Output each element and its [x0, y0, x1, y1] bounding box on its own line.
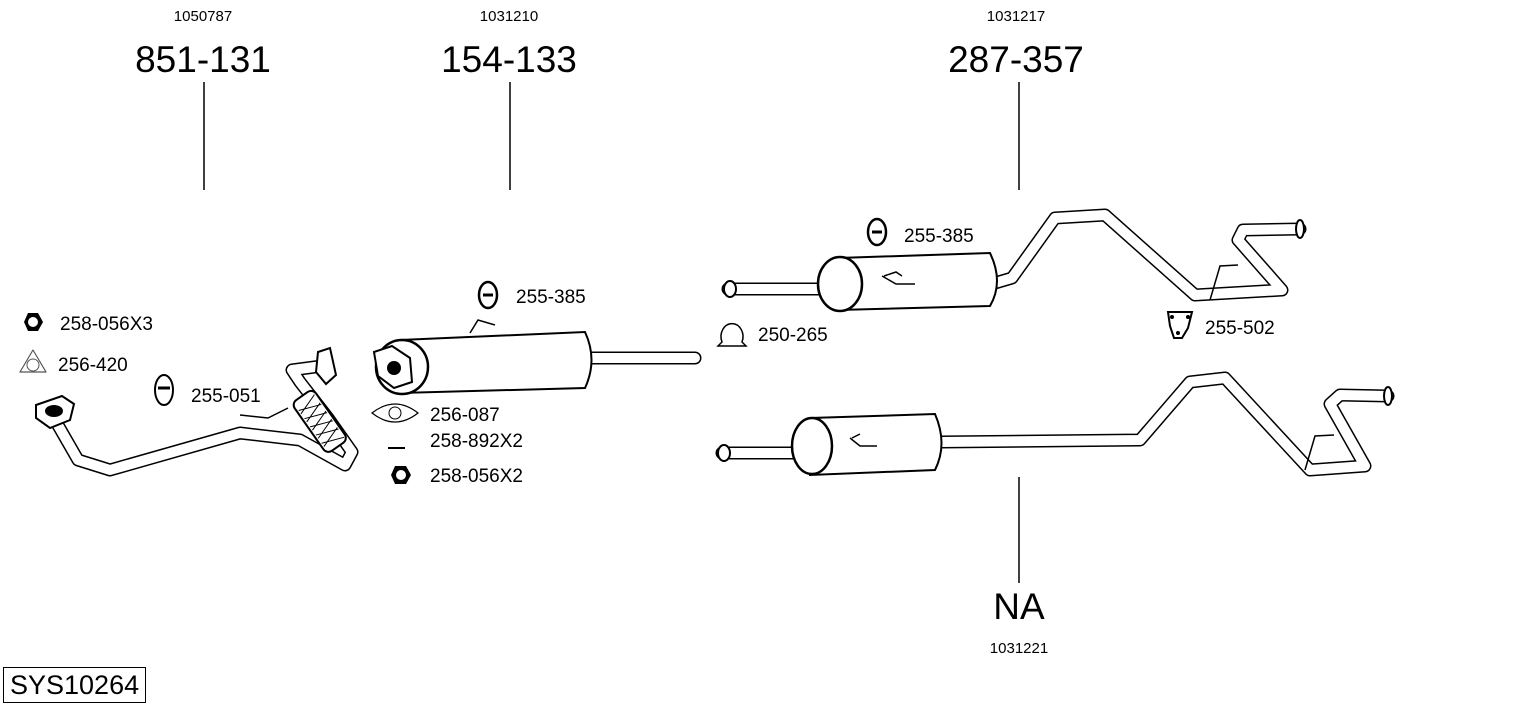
part-label: 255-051 — [191, 386, 261, 407]
front-pipe-drawing — [35, 346, 359, 477]
part-label: 250-265 — [758, 325, 828, 346]
part-number: 154-133 — [441, 39, 577, 80]
part-label: 255-385 — [516, 287, 586, 308]
part-number: 851-131 — [135, 39, 271, 80]
gasket-icon — [371, 403, 419, 423]
bracket-icon — [1166, 311, 1194, 339]
part-code: 1031221 — [989, 640, 1049, 657]
part-label: 258-892X2 — [430, 431, 523, 452]
rear-silencer-bottom-drawing — [715, 371, 1395, 477]
part-code: 1031210 — [479, 8, 539, 25]
part-code: 1031217 — [986, 8, 1046, 25]
hanger-icon — [154, 374, 174, 406]
part-label: 256-420 — [58, 355, 128, 376]
part-label: 258-056X2 — [430, 466, 523, 487]
part-label: 255-385 — [904, 226, 974, 247]
middle-muffler-drawing — [372, 319, 702, 396]
part-number: 287-357 — [948, 39, 1084, 80]
part-label: 258-056X3 — [60, 314, 153, 335]
system-id-box: SYS10264 — [3, 667, 147, 703]
part-label: 256-087 — [430, 405, 500, 426]
rear-silencer-top-drawing — [721, 208, 1307, 313]
clamp-icon — [716, 322, 748, 347]
gasket-icon — [19, 349, 47, 373]
part-label: 255-502 — [1205, 318, 1275, 339]
part-code: 1050787 — [173, 8, 233, 25]
part-number: NA — [993, 586, 1045, 627]
